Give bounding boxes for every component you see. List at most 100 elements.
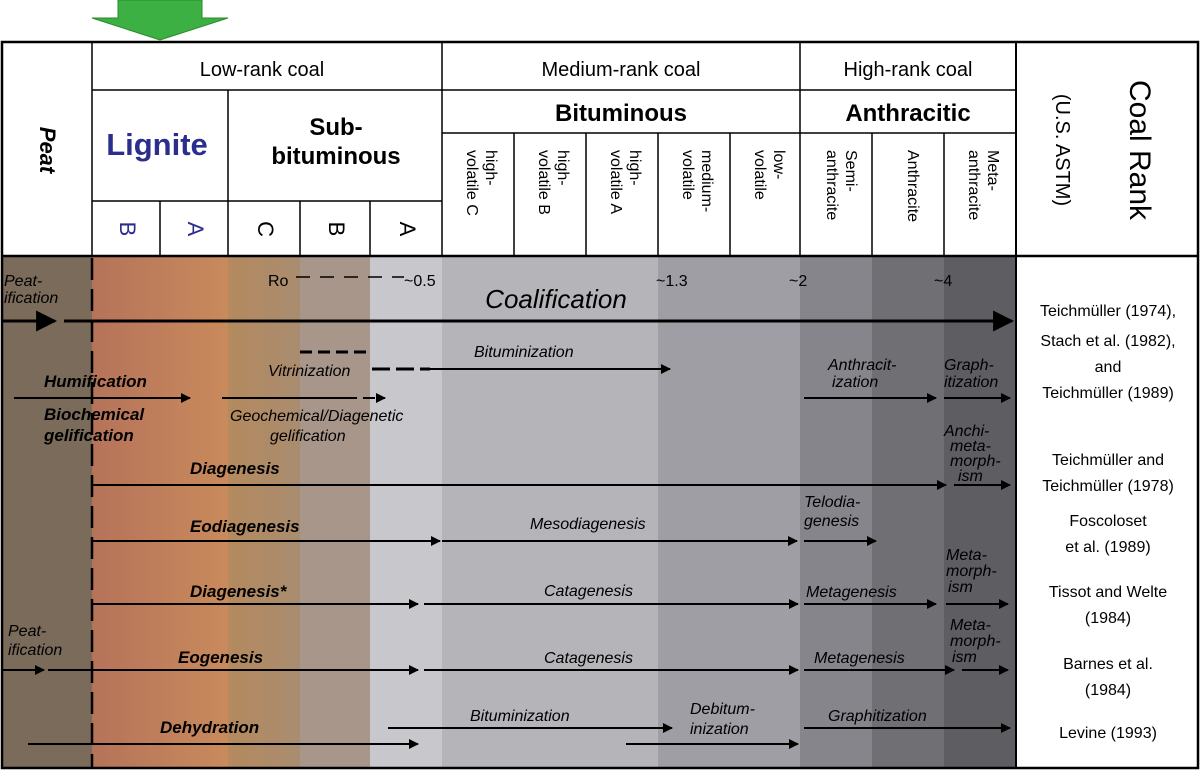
ref-3b: et al. (1989): [1065, 539, 1150, 556]
header-grid: [0, 40, 1200, 770]
references: Teichmüller (1974), Stach et al. (1982),…: [1040, 303, 1176, 742]
metagenesis-label-1: Metagenesis: [806, 584, 897, 601]
ref-4a: Tissot and Welte: [1049, 584, 1167, 601]
ro-label: Ro: [268, 273, 289, 290]
medium-rank-label: Medium-rank coal: [542, 59, 701, 81]
eogenesis-label: Eogenesis: [178, 648, 263, 667]
low-rank-label: Low-rank coal: [200, 59, 325, 81]
bit-col-4-line1: medium-: [698, 150, 715, 212]
coalification-label: Coalification: [485, 284, 627, 314]
anth-col-3-line1: Meta-: [984, 150, 1001, 191]
vitrinization-label: Vitrinization: [268, 363, 351, 380]
band-peat: [2, 256, 92, 768]
ro-scale: Ro ~0.5 ~1.3 ~2 ~4: [268, 273, 952, 290]
astm-label: (U.S. ASTM): [1051, 94, 1073, 206]
geo-gel-2: gelification: [270, 428, 346, 445]
ref-6a: Levine (1993): [1059, 725, 1157, 742]
peat-label: Peat: [35, 127, 60, 175]
bit-col-2-line1: high-: [554, 150, 571, 186]
anthracitization-1: Anthracit-: [827, 357, 896, 374]
anth-col-1-line1: Semi-: [842, 150, 859, 192]
lignite-a-letter: A: [183, 222, 208, 237]
band-meta: [944, 256, 1016, 768]
bit-col-5-line1: low-: [770, 150, 787, 179]
metamorphism-1b: morph-: [946, 563, 997, 580]
subbituminous-line1: Sub-: [309, 114, 362, 141]
ref-4b: (1984): [1085, 610, 1131, 627]
eodiagenesis-label: Eodiagenesis: [190, 517, 300, 536]
band-sub-c: [228, 256, 300, 768]
bit-col-3-line2: volatile A: [607, 150, 624, 214]
lignite-label: Lignite: [106, 127, 208, 162]
refs-panel: [1016, 256, 1198, 768]
humification-label: Humification: [44, 372, 147, 391]
metagenesis-label-2: Metagenesis: [814, 650, 905, 667]
debituminization-2: inization: [690, 721, 749, 738]
anchimetamorphism-2: meta-: [950, 438, 991, 455]
band-sub-a: [370, 256, 442, 768]
mesodiagenesis-label: Mesodiagenesis: [530, 516, 646, 533]
peatification-2a: Peat-: [8, 623, 46, 640]
anth-col-2-line1: Anthracite: [904, 150, 921, 222]
band-anthracite: [872, 256, 944, 768]
ref-2b: Teichmüller (1978): [1042, 478, 1174, 495]
ref-1b: Stach et al. (1982),: [1040, 333, 1175, 350]
bituminization-label-2: Bituminization: [470, 708, 570, 725]
high-rank-label: High-rank coal: [844, 59, 973, 81]
anth-col-1-line2: anthracite: [823, 150, 840, 220]
bituminization-label: Bituminization: [474, 344, 574, 361]
green-down-arrow-icon: [91, 0, 229, 41]
lignite-b-letter: B: [115, 222, 140, 237]
bit-col-2-line2: volatile B: [535, 150, 552, 215]
sub-c-letter: C: [253, 221, 278, 237]
graphitization-2: itization: [944, 374, 998, 391]
bit-col-1-line1: high-: [482, 150, 499, 186]
telodiagenesis-2: genesis: [804, 513, 859, 530]
band-lignite: [92, 256, 228, 768]
header-text: Peat Coal Rank (U.S. ASTM) Low-rank coal…: [35, 59, 1156, 237]
bit-col-5-line2: volatile: [751, 150, 768, 200]
metamorphism-1c: ism: [948, 579, 973, 596]
peatification-1a: Peat-: [4, 273, 42, 290]
anthracitization-2: ization: [832, 374, 878, 391]
metamorphism-2c: ism: [952, 649, 977, 666]
ref-1d: Teichmüller (1989): [1042, 385, 1174, 402]
anchimetamorphism-4: ism: [958, 468, 983, 485]
dehydration-label: Dehydration: [160, 718, 259, 737]
band-hv: [442, 256, 658, 768]
band-mlv: [658, 256, 800, 768]
ro-value-2: ~2: [789, 273, 807, 290]
metamorphism-1a: Meta-: [946, 547, 987, 564]
ref-3a: Foscoloset: [1069, 513, 1147, 530]
bit-col-3-line1: high-: [626, 150, 643, 186]
geo-gel-1: Geochemical/Diagenetic: [230, 408, 403, 425]
band-sub-b: [300, 256, 370, 768]
bit-col-1-line2: volatile C: [463, 150, 480, 216]
anthracitic-label: Anthracitic: [845, 100, 970, 127]
telodiagenesis-1: Telodia-: [804, 494, 860, 511]
bit-col-4-line2: volatile: [679, 150, 696, 200]
peatification-1b: ification: [4, 290, 58, 307]
ro-value-0-5: ~0.5: [404, 273, 436, 290]
ro-value-4: ~4: [934, 273, 952, 290]
anth-col-3-line2: anthracite: [965, 150, 982, 220]
ref-5a: Barnes et al.: [1063, 656, 1153, 673]
bio-gel-1: Biochemical: [44, 405, 145, 424]
graphitization-label-2: Graphitization: [828, 708, 927, 725]
peatification-2b: ification: [8, 642, 62, 659]
sub-b-letter: B: [324, 222, 349, 237]
bituminous-label: Bituminous: [555, 100, 687, 127]
ref-2a: Teichmüller and: [1052, 452, 1164, 469]
ref-1c: and: [1095, 359, 1122, 376]
process-rows: Peat- ification Coalification Humificati…: [2, 273, 1015, 749]
subbituminous-line2: bituminous: [271, 143, 400, 170]
ref-1a: Teichmüller (1974),: [1040, 303, 1176, 320]
metamorphism-2a: Meta-: [950, 617, 991, 634]
diagenesis-star-label: Diagenesis*: [190, 582, 288, 601]
rank-bands: [2, 256, 1198, 768]
ref-5b: (1984): [1085, 682, 1131, 699]
coal-rank-label: Coal Rank: [1123, 80, 1156, 221]
anchimetamorphism-1: Anchi-: [943, 423, 989, 440]
anchimetamorphism-3: morph-: [950, 453, 1001, 470]
